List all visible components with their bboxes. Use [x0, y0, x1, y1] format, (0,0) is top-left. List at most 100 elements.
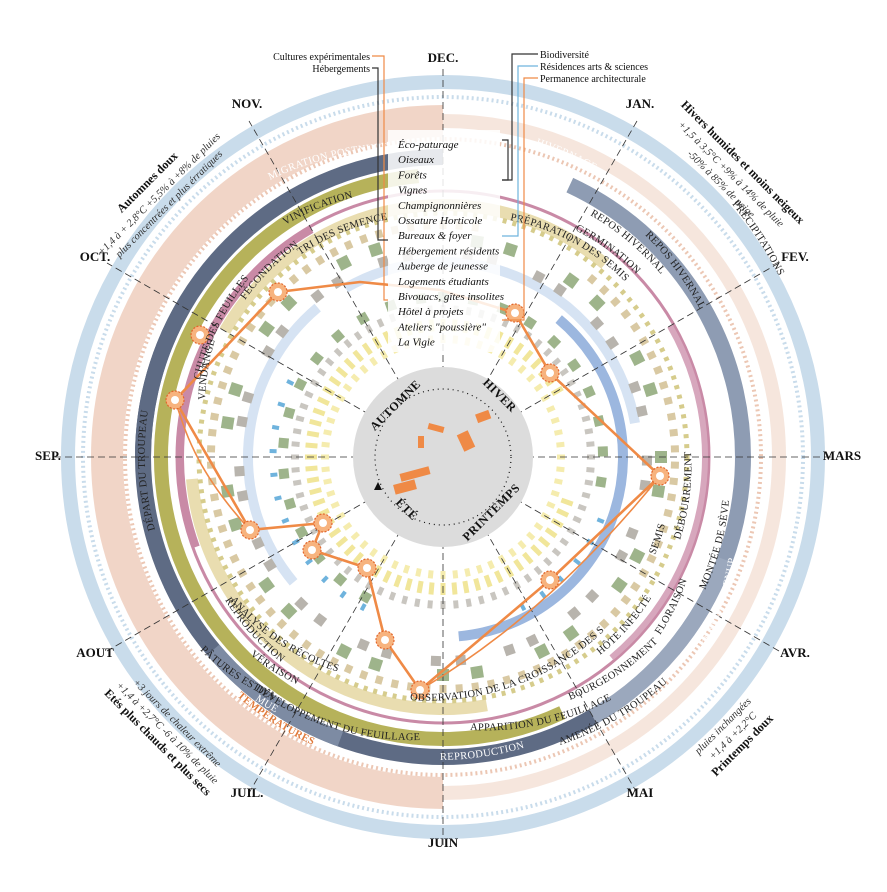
curve-branch — [174, 399, 251, 531]
block — [464, 567, 471, 577]
block — [352, 551, 364, 565]
block — [550, 416, 560, 425]
block — [666, 412, 677, 421]
block — [414, 598, 421, 608]
block — [533, 522, 544, 531]
block — [309, 351, 324, 366]
block — [333, 572, 348, 587]
block — [317, 367, 327, 377]
block — [562, 272, 580, 289]
block — [595, 476, 607, 488]
block — [295, 491, 305, 499]
legend-cultures: Cultures expérimentales — [273, 52, 370, 63]
sun-marker-icon — [240, 520, 260, 540]
block — [513, 342, 525, 356]
block — [217, 380, 228, 390]
block — [532, 663, 543, 674]
block — [440, 601, 446, 609]
block — [559, 537, 569, 547]
block — [653, 365, 664, 375]
block — [359, 670, 369, 680]
block — [543, 557, 553, 567]
month-mars: MARS — [823, 448, 861, 463]
block — [261, 345, 275, 359]
block — [329, 247, 340, 258]
block — [546, 405, 556, 413]
block — [241, 391, 255, 404]
block — [310, 289, 325, 304]
block — [335, 366, 349, 378]
program-list-item: Bureaux & foyer — [398, 230, 472, 242]
block — [553, 478, 563, 485]
block — [342, 522, 353, 531]
sun-marker-icon — [540, 363, 560, 383]
block — [560, 648, 571, 659]
block — [586, 467, 595, 473]
block — [605, 335, 620, 350]
program-list-item: Logements étudiants — [397, 276, 489, 288]
block — [611, 576, 628, 594]
list-background — [388, 130, 500, 352]
program-list-item: Hôtel à projets — [397, 306, 464, 318]
block — [265, 606, 276, 618]
block — [295, 415, 305, 423]
block — [493, 570, 504, 584]
block — [427, 600, 433, 609]
migration-post-2 — [135, 303, 220, 655]
block — [209, 412, 220, 421]
temperature-ring-top — [442, 114, 786, 800]
legend-connectors — [372, 53, 538, 321]
block — [635, 405, 648, 418]
block — [323, 429, 333, 436]
block — [620, 594, 632, 606]
block — [269, 448, 277, 454]
curve-branch-2 — [419, 475, 661, 691]
block — [586, 273, 598, 285]
pale-blue-ring — [243, 303, 321, 586]
block — [551, 547, 562, 557]
block — [502, 242, 518, 258]
block — [670, 445, 680, 453]
block — [304, 515, 314, 524]
block — [309, 487, 322, 496]
block — [331, 275, 345, 289]
block — [270, 472, 278, 478]
block — [483, 574, 493, 588]
legend-panel: Éco-paturageOiseauxForêtsVignesChampigno… — [273, 50, 648, 352]
block — [566, 378, 576, 388]
block — [402, 564, 411, 574]
block — [316, 396, 330, 407]
block — [582, 385, 596, 399]
sun-marker-icon — [165, 390, 185, 410]
block — [258, 320, 275, 338]
block — [323, 478, 333, 485]
block — [428, 582, 435, 595]
block — [305, 465, 318, 472]
block — [361, 342, 373, 356]
sun-marker-icon — [313, 513, 333, 533]
block — [286, 379, 295, 386]
block — [343, 240, 354, 251]
program-list-item: La Vigie — [397, 337, 435, 349]
block — [222, 539, 233, 549]
block — [236, 490, 249, 502]
block — [359, 364, 369, 374]
block — [376, 318, 385, 328]
block — [339, 590, 347, 599]
block — [508, 356, 517, 367]
block — [330, 501, 340, 509]
block — [663, 508, 673, 518]
block — [512, 580, 522, 590]
block — [584, 428, 594, 435]
month-aout: AOUT — [76, 645, 114, 660]
block — [315, 648, 326, 659]
block — [229, 350, 240, 361]
block — [658, 380, 669, 390]
block — [589, 316, 605, 331]
block — [251, 536, 265, 550]
block — [551, 357, 562, 367]
legend-biodiversite: Biodiversité — [540, 50, 589, 61]
block — [368, 242, 384, 258]
block — [547, 334, 562, 349]
